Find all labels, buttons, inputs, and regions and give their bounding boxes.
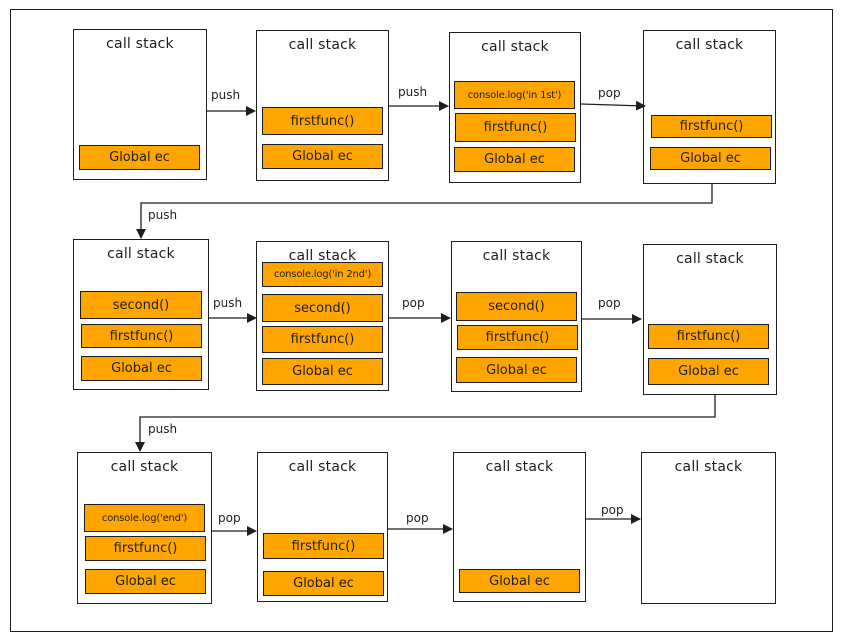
stack-frame-firstfunc: firstfunc() bbox=[648, 324, 769, 349]
stack-frame-second: second() bbox=[80, 291, 202, 319]
call-stack-title: call stack bbox=[676, 251, 744, 267]
stack-frame-firstfunc: firstfunc() bbox=[262, 107, 383, 135]
stack-frame-second: second() bbox=[262, 294, 383, 322]
operation-label-pop: pop bbox=[218, 511, 241, 525]
operation-label-push: push bbox=[148, 422, 178, 436]
stack-frame-firstfunc: firstfunc() bbox=[455, 113, 576, 142]
stack-frame-global-ec: Global ec bbox=[648, 358, 769, 385]
call-stack-title: call stack bbox=[107, 246, 175, 262]
stack-frame-global-ec: Global ec bbox=[79, 145, 200, 170]
stack-frame-console-log-in-2nd: console.log('in 2nd') bbox=[262, 262, 383, 287]
call-stack-12: call stack bbox=[641, 452, 776, 604]
operation-label-push: push bbox=[398, 85, 428, 99]
arrow-push bbox=[136, 184, 713, 239]
stack-frame-global-ec: Global ec bbox=[459, 569, 580, 593]
operation-label-pop: pop bbox=[406, 511, 429, 525]
call-stack-title: call stack bbox=[675, 37, 744, 53]
stack-frame-global-ec: Global ec bbox=[85, 569, 206, 594]
call-stack-title: call stack bbox=[106, 36, 174, 52]
stack-frame-firstfunc: firstfunc() bbox=[262, 326, 383, 353]
call-stack-title: call stack bbox=[288, 37, 357, 53]
stack-frame-global-ec: Global ec bbox=[262, 358, 383, 385]
stack-frame-global-ec: Global ec bbox=[81, 356, 202, 381]
stack-frame-global-ec: Global ec bbox=[263, 571, 384, 596]
operation-label-push: push bbox=[148, 208, 178, 222]
stack-frame-firstfunc: firstfunc() bbox=[263, 533, 384, 559]
stack-frame-firstfunc: firstfunc() bbox=[457, 325, 578, 350]
stack-frame-firstfunc: firstfunc() bbox=[85, 536, 206, 561]
stack-frame-second: second() bbox=[456, 292, 577, 321]
call-stack-title: call stack bbox=[288, 459, 357, 475]
call-stack-title: call stack bbox=[674, 459, 743, 475]
operation-label-pop: pop bbox=[598, 86, 621, 100]
stack-frame-global-ec: Global ec bbox=[454, 147, 575, 172]
stack-frame-firstfunc: firstfunc() bbox=[651, 115, 772, 138]
stack-frame-console-log-end: console.log('end') bbox=[84, 504, 205, 532]
operation-label-pop: pop bbox=[601, 503, 624, 517]
operation-label-push: push bbox=[213, 296, 243, 310]
operation-label-pop: pop bbox=[598, 296, 621, 310]
call-stack-title: call stack bbox=[288, 248, 357, 264]
stack-frame-console-log-in-1st: console.log('in 1st') bbox=[454, 81, 575, 109]
stack-frame-global-ec: Global ec bbox=[262, 144, 383, 169]
stack-frame-global-ec: Global ec bbox=[456, 357, 577, 383]
stack-frame-firstfunc: firstfunc() bbox=[81, 324, 202, 348]
arrow-push bbox=[135, 395, 716, 452]
arrow-pop bbox=[580, 100, 646, 111]
call-stack-title: call stack bbox=[481, 39, 549, 55]
stack-frame-global-ec: Global ec bbox=[650, 147, 771, 170]
call-stack-title: call stack bbox=[485, 459, 554, 475]
call-stack-title: call stack bbox=[482, 248, 551, 264]
operation-label-push: push bbox=[211, 88, 241, 102]
operation-label-pop: pop bbox=[402, 296, 425, 310]
call-stack-title: call stack bbox=[110, 459, 179, 475]
